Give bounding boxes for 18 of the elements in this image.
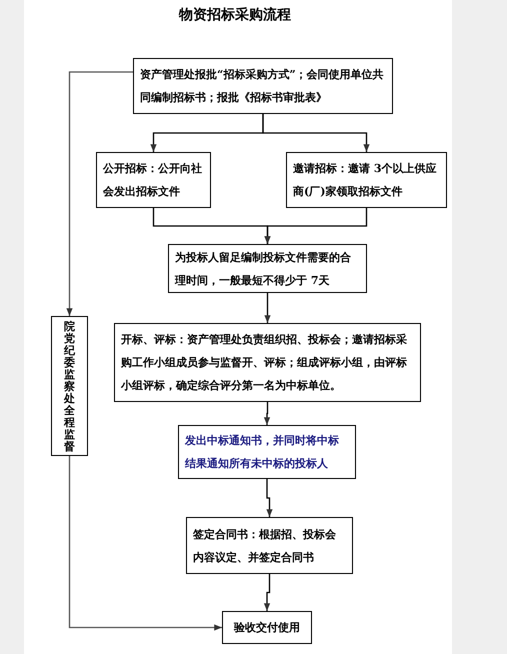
- process-box: 验收交付使用: [222, 611, 312, 644]
- arrow: [264, 293, 271, 323]
- process-box: 公开招标：公开向社会发出招标文件: [96, 152, 211, 208]
- arrow: [68, 456, 222, 631]
- vertical-box: 院党纪委监察处全程监督: [51, 316, 88, 456]
- process-box: 为投标人留足编制投标文件需要的合理时间，一般最短不得少于 7天: [168, 244, 367, 293]
- arrow: [266, 479, 273, 517]
- process-box: 开标、评标：资产管理处负责组织招、投标会；邀请招标采购工作小组成员参与监督开、评标；组成评标小组，由评标小组评标，确定综合评分第一名为中标单位。: [114, 323, 421, 402]
- arrow: [264, 402, 270, 425]
- process-box: 签定合同书：根据招、投标会内容议定、并签定合同书: [186, 517, 353, 574]
- process-box: 资产管理处报批“招标采购方式”；会同使用单位共同编制招标书；报批《招标书审批表》: [133, 58, 393, 114]
- process-box: 发出中标通知书，并同时将中标结果通知所有未中标的投标人: [178, 425, 356, 479]
- arrow: [264, 208, 368, 244]
- arrow: [262, 114, 370, 152]
- diagram-title: 物资招标采购流程: [178, 6, 292, 24]
- process-box: 邀请招标：邀请 3个以上供应商(厂)家领取招标文件: [286, 152, 447, 208]
- arrow: [66, 71, 133, 316]
- arrow: [264, 574, 270, 611]
